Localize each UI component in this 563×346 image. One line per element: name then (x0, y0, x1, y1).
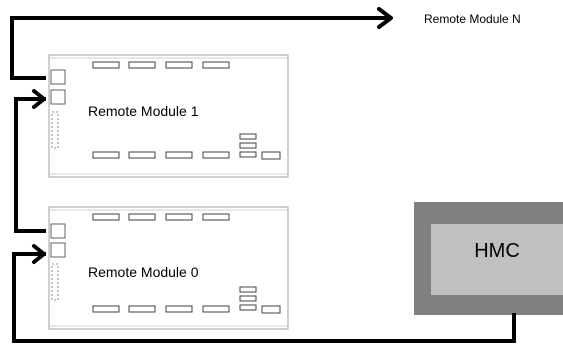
wiring (10, 16, 516, 343)
module-1-grid-connector (261, 151, 281, 160)
remote-module-0-label: Remote Module 0 (88, 264, 199, 280)
module-1-small-connector (239, 151, 257, 158)
hmc-inner-panel (431, 224, 563, 295)
module-1-bottom-connector (202, 151, 230, 159)
module-0-small-connector (239, 304, 257, 311)
module-1-bottom-connectors (92, 133, 281, 160)
module-1-bottom-connector (128, 151, 156, 159)
module-0-small-connector (239, 286, 257, 293)
module-1-top-connector (128, 61, 156, 69)
arrowhead-icon (32, 89, 46, 109)
module-0-side-strip (51, 263, 59, 301)
module-0-grid-connector (261, 305, 281, 314)
module-0-bottom-connector (165, 305, 193, 313)
hmc-label: HMC (474, 240, 520, 262)
remote-module-0: Remote Module 0 (48, 206, 289, 330)
module-0-bottom-connectors (92, 286, 281, 314)
module-0-bottom-connector (202, 305, 230, 313)
module-0-small-connector (239, 295, 257, 302)
module-1-top-connectors (92, 61, 230, 69)
module-1-side-strip (51, 111, 59, 149)
remote-module-n-label: Remote Module N (424, 12, 521, 26)
module-0-port-bottom (50, 242, 66, 258)
module-0-bottom-connector (92, 305, 120, 313)
module-1-top-connector (202, 61, 230, 69)
module-0-port-top (50, 223, 66, 239)
wire-hmc-to-module-0 (12, 252, 516, 343)
module-1-bottom-connector (165, 151, 193, 159)
module-0-top-connector (202, 213, 230, 221)
module-1-bottom-connector (92, 151, 120, 159)
module-0-top-connector (128, 213, 156, 221)
arrowheads (32, 7, 393, 264)
module-1-port-bottom (50, 89, 66, 105)
module-0-top-connector (165, 213, 193, 221)
arrowhead-icon (32, 244, 46, 264)
wire-module-1-to-module-n (10, 16, 390, 80)
module-1-small-connector (239, 142, 257, 149)
module-1-top-connector (92, 61, 120, 69)
module-0-top-connector (92, 213, 120, 221)
wire-module-0-to-module-1 (14, 97, 46, 233)
remote-module-1-label: Remote Module 1 (88, 103, 199, 119)
module-0-bottom-connector (128, 305, 156, 313)
arrowhead-icon (377, 7, 393, 29)
module-1-top-connector (165, 61, 193, 69)
remote-module-1: Remote Module 1 (48, 54, 289, 178)
module-1-small-connector (239, 133, 257, 140)
module-0-top-connectors (92, 213, 230, 221)
hmc-box: HMC (414, 202, 563, 315)
module-1-port-top (50, 69, 66, 85)
